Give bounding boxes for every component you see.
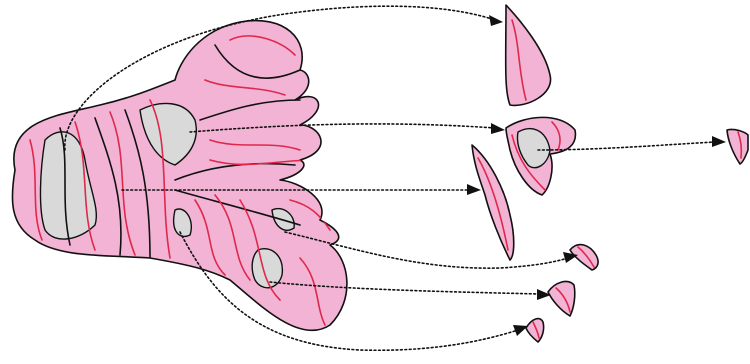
fragment-small-right-outline bbox=[727, 129, 748, 164]
fragment-top bbox=[506, 5, 551, 105]
arrow-head bbox=[513, 325, 528, 336]
arrow-head bbox=[712, 136, 726, 147]
fragment-lower-3-outline bbox=[526, 319, 544, 342]
fragment-lower-3 bbox=[526, 319, 544, 342]
fragment-sliver bbox=[472, 145, 514, 260]
fragment-sliver-outline bbox=[472, 145, 514, 260]
arrow-head bbox=[467, 184, 481, 195]
arrow-head bbox=[489, 15, 503, 26]
fragment-middle-ring bbox=[506, 117, 575, 195]
fragment-small-right bbox=[727, 129, 748, 164]
fragment-lower-2 bbox=[548, 281, 575, 316]
arrow-head bbox=[491, 123, 505, 134]
fragment-lower-2-outline bbox=[548, 281, 575, 316]
